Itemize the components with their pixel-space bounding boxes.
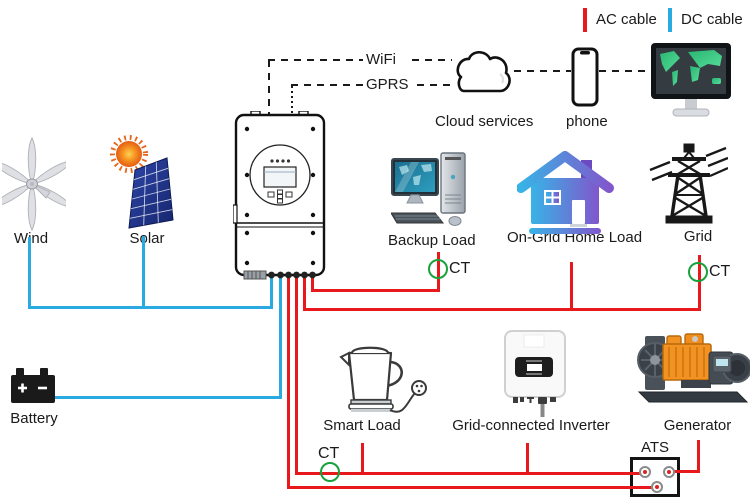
gprs-label: GPRS — [366, 76, 409, 93]
power-tower-icon — [649, 143, 728, 224]
ac-wire-ats2-horizontal — [287, 486, 655, 489]
ac-wire-ats2-vertical — [287, 278, 290, 489]
grid-connected-inverter-label: Grid-connected Inverter — [452, 417, 610, 434]
battery-label: Battery — [10, 410, 58, 427]
ac-wire-grid-horizontal — [303, 308, 701, 311]
ac-wire-ats1-vertical — [295, 278, 298, 475]
monitor-world-map-icon — [651, 43, 731, 117]
legend-ac-label: AC cable — [596, 11, 657, 28]
ac-wire-grid-vertical — [303, 278, 306, 311]
ats-label: ATS — [640, 439, 670, 456]
wifi-line-left — [268, 59, 363, 61]
ats-terminal-left — [639, 466, 651, 478]
cloud-icon — [456, 50, 511, 93]
dc-wire-battery-horizontal — [52, 396, 282, 399]
legend-dc-color-swatch — [668, 8, 672, 32]
gprs-line-left — [291, 84, 364, 86]
generator-label: Generator — [663, 417, 732, 434]
wind-label: Wind — [13, 230, 49, 247]
dc-wire-pv-riser — [270, 278, 273, 309]
gprs-line-vertical — [291, 86, 293, 114]
dc-wire-wind — [28, 237, 31, 309]
legend-ac-color-swatch — [583, 8, 587, 32]
solar-panel-icon — [110, 135, 174, 229]
ac-wire-grid-ct-riser — [698, 255, 701, 311]
ac-wire-generator-drop — [697, 440, 700, 473]
grid-ct-sensor — [688, 262, 708, 282]
house-icon — [517, 151, 614, 234]
ats-box — [630, 457, 680, 497]
battery-icon — [11, 368, 55, 403]
ats-terminal-bottom — [651, 481, 663, 493]
phone-label: phone — [566, 113, 608, 130]
ac-wire-backup-horizontal — [311, 289, 440, 292]
smart-load-ct-sensor — [320, 462, 340, 482]
wifi-label: WiFi — [366, 51, 396, 68]
dc-wire-battery-vertical — [279, 278, 282, 399]
generator-icon — [637, 333, 750, 403]
ac-wire-backup-vertical — [311, 278, 314, 292]
wind-turbine-icon — [2, 136, 66, 232]
wifi-line-vertical — [268, 60, 270, 114]
dc-wire-solar — [142, 236, 145, 309]
phone-monitor-line — [599, 70, 650, 72]
hybrid-inverter-icon — [233, 111, 326, 280]
ac-wire-home-load-riser — [570, 262, 573, 311]
ac-wire-generator-to-ats — [671, 470, 700, 473]
gprs-line-right — [417, 84, 450, 86]
cloud-label: Cloud services — [435, 113, 534, 130]
smart-load-label: Smart Load — [323, 417, 401, 434]
backup-load-computer-icon — [391, 152, 466, 226]
grid-ct-label: CT — [709, 263, 731, 280]
ac-wire-gc-inverter-drop — [526, 443, 529, 475]
grid-label: Grid — [683, 228, 713, 245]
cloud-phone-line — [514, 70, 571, 72]
solar-label: Solar — [129, 230, 165, 247]
smart-load-ct-label: CT — [318, 445, 340, 462]
ac-wire-smart-load-drop — [361, 443, 364, 475]
ac-wire-ats1-horizontal — [295, 472, 643, 475]
grid-connected-inverter-icon — [504, 330, 566, 417]
legend-dc-label: DC cable — [681, 11, 743, 28]
wifi-line-right — [412, 59, 452, 61]
backup-load-ct-sensor — [428, 259, 448, 279]
dc-wire-pv-bus — [28, 306, 273, 309]
phone-icon — [571, 47, 599, 107]
kettle-icon — [339, 346, 427, 413]
backup-load-ct-label: CT — [449, 260, 471, 277]
backup-load-label: Backup Load — [388, 232, 476, 249]
ats-terminal-right — [663, 466, 675, 478]
